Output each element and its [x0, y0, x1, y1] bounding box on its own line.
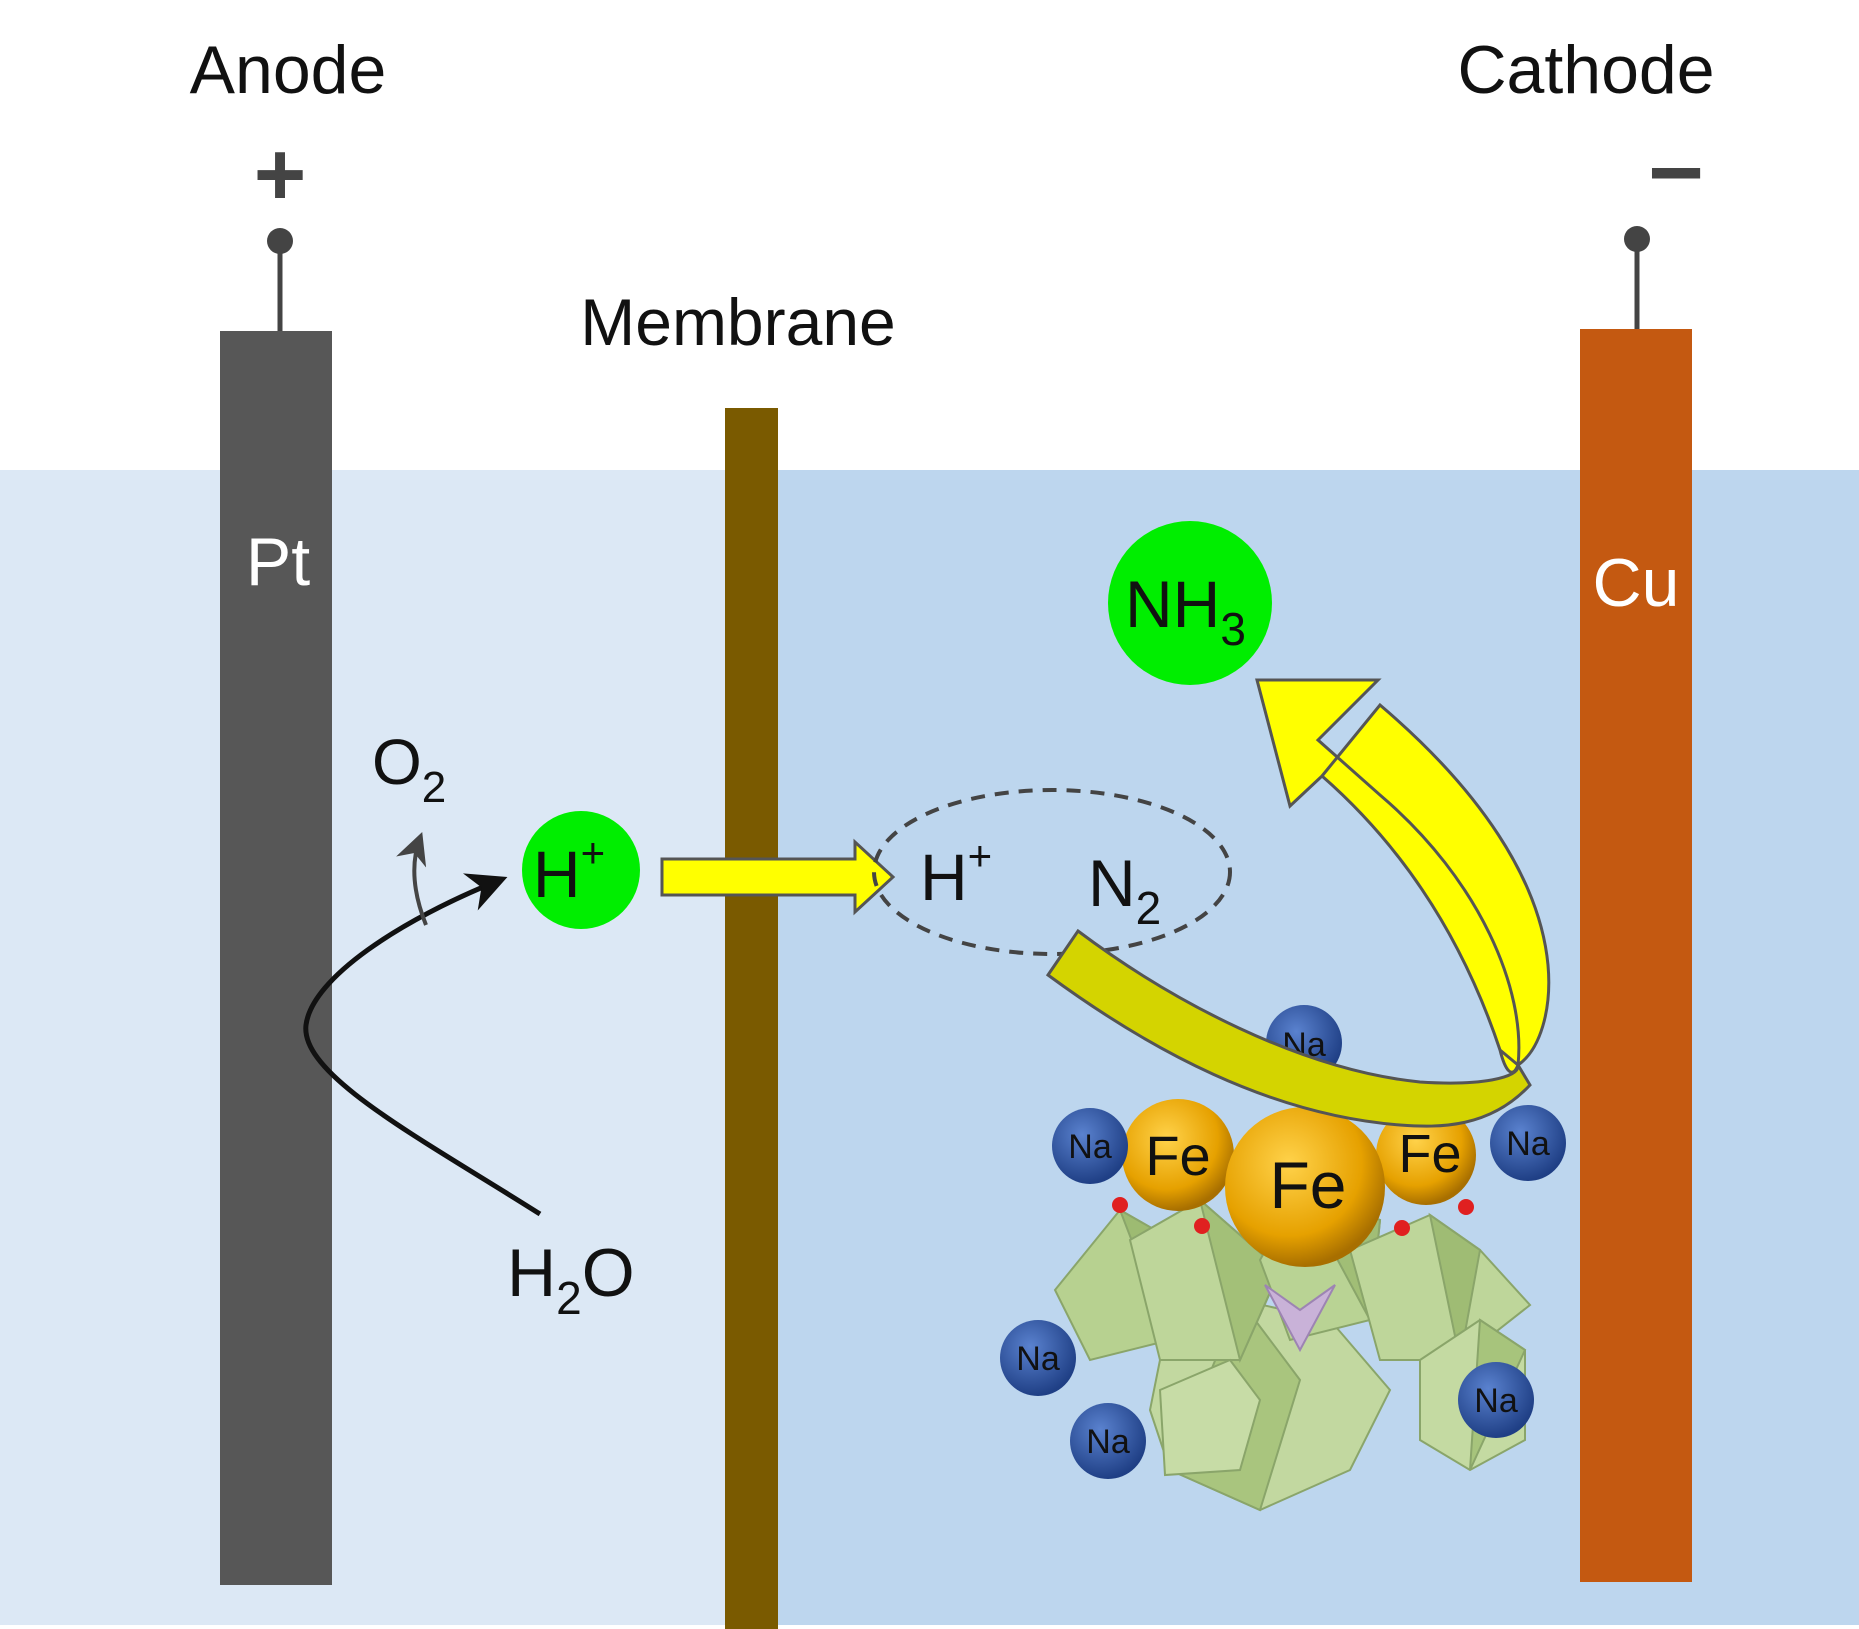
na-atom-left-label: Na — [1068, 1128, 1112, 1166]
ammonia-label: NH3 — [1125, 567, 1246, 655]
anode-terminal — [267, 228, 293, 254]
na-atom-bottom — [1070, 1403, 1146, 1479]
h2o-label: H2O — [507, 1235, 635, 1324]
cathode-sign: − — [1648, 119, 1704, 226]
anode-material-label: Pt — [246, 524, 310, 600]
membrane — [725, 408, 778, 1629]
fe-atom-center-label: Fe — [1269, 1148, 1346, 1222]
ammonia-sphere — [1108, 521, 1272, 685]
o2-label: O2 — [372, 726, 446, 812]
cathode-material-label: Cu — [1593, 545, 1680, 621]
reduction-arrow-body — [1255, 678, 1551, 1074]
proton-sphere — [522, 811, 640, 929]
na-atom-lower-left-label: Na — [1016, 1340, 1060, 1378]
proton-label: H+ — [533, 829, 605, 911]
polyoxometalate-framework — [1053, 1188, 1532, 1512]
anolyte — [0, 470, 730, 1625]
proton-transport-arrow — [660, 838, 896, 916]
adsorbed-proton-label: H+ — [920, 832, 992, 914]
fe-atom-right-label: Fe — [1398, 1124, 1461, 1184]
anode-sign: + — [254, 125, 307, 225]
na-atom-lower-left — [1000, 1320, 1076, 1396]
water-oxidation-arrow — [303, 873, 542, 1217]
fe-atom-left-label: Fe — [1145, 1124, 1210, 1187]
reduction-arrow-tail — [1045, 928, 1532, 1128]
fe-atom-right — [1376, 1105, 1476, 1205]
oxygen-atoms — [1112, 1197, 1474, 1236]
adsorbed-complex-ellipse — [872, 788, 1232, 956]
na-atom-right-label: Na — [1506, 1125, 1550, 1163]
na-atom-left — [1052, 1108, 1128, 1184]
fe-atom-center — [1225, 1107, 1385, 1267]
anode-label: Anode — [190, 32, 387, 108]
n2-label: N2 — [1088, 846, 1161, 934]
cathode-electrode — [1580, 329, 1692, 1582]
cathode-label: Cathode — [1457, 32, 1714, 108]
oxygen-release-arrow — [396, 831, 428, 926]
na-atom-lower-right — [1458, 1362, 1534, 1438]
na-atom-lower-right-label: Na — [1474, 1382, 1518, 1420]
membrane-label: Membrane — [580, 285, 895, 359]
fe-atom-left — [1122, 1099, 1234, 1211]
na-atom-right — [1490, 1105, 1566, 1181]
na-atom-bottom-label: Na — [1086, 1423, 1130, 1461]
anode-electrode — [220, 331, 332, 1585]
cathode-terminal — [1624, 226, 1650, 252]
